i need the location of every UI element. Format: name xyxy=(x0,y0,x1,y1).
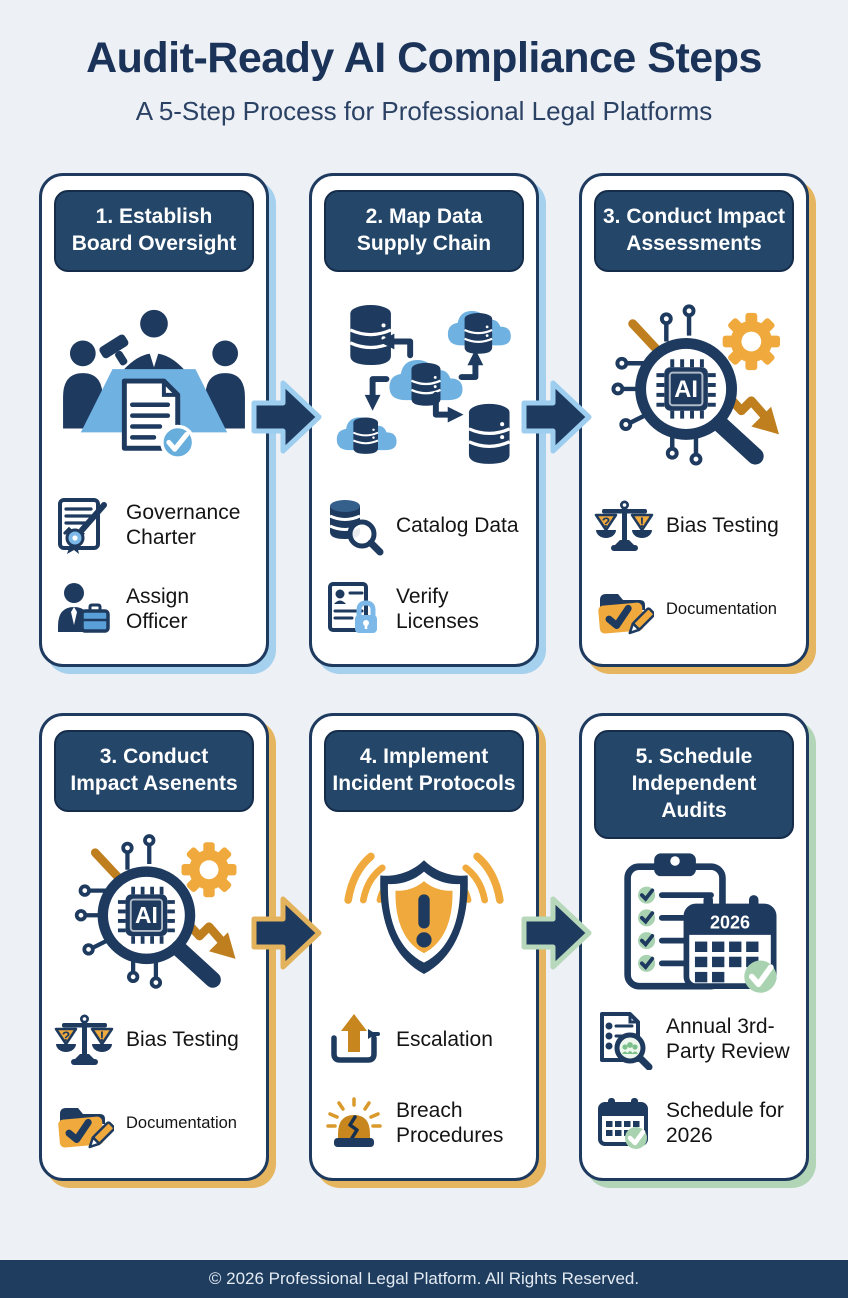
flow-arrow-right-icon xyxy=(521,891,593,975)
step-2-header-line2: Supply Chain xyxy=(356,231,492,255)
bullet-verify-licenses: Verify Licenses xyxy=(324,580,524,640)
bullet-bias-testing: ? ! Bias Testing xyxy=(594,496,794,556)
breach-procedures-icon xyxy=(324,1094,384,1154)
bullet-bias-testing: ? ! Bias Testing xyxy=(54,1010,254,1070)
step-3b-bullets: ? ! Bias Testing Documentation xyxy=(52,1010,256,1168)
step-2-header: 2. Map Data Supply Chain xyxy=(324,190,524,272)
step-4-header: 4. Implement Incident Protocols xyxy=(324,730,524,812)
step-3-header-line2: Assessments xyxy=(626,231,762,255)
step-1-bullets: Governance Charter Assign Officer xyxy=(52,496,256,654)
svg-text:AI: AI xyxy=(135,902,158,928)
bullet-documentation: Documentation xyxy=(54,1094,254,1154)
flow-arrow-right-icon xyxy=(521,375,593,459)
ai-impact-magnifier-icon: AI xyxy=(52,812,256,1010)
catalog-data-icon xyxy=(324,496,384,556)
step-card-4: 4. Implement Incident Protocols Escalati… xyxy=(309,713,539,1181)
step-3b-header-line1: 3. Conduct xyxy=(99,745,209,768)
svg-text:!: ! xyxy=(640,514,645,530)
step-1-header-line2: Board Oversight xyxy=(71,231,237,255)
bullet-documentation: Documentation xyxy=(594,580,794,640)
bullet-escalation: Escalation xyxy=(324,1010,524,1070)
copyright-footer: © 2026 Professional Legal Platform. All … xyxy=(0,1260,848,1298)
flow-arrow-right-icon xyxy=(251,375,323,459)
step-2-header-line1: 2. Map Data xyxy=(365,205,483,228)
bullet-label: Catalog Data xyxy=(396,513,519,537)
flow-arrow-right-icon xyxy=(251,891,323,975)
step-5-header-line1: 5. Schedule xyxy=(635,745,753,768)
bullet-governance-charter: Governance Charter xyxy=(54,496,254,556)
board-meeting-icon xyxy=(52,272,256,496)
documentation-folder-icon xyxy=(54,1094,114,1154)
bullet-label: Documentation xyxy=(126,1114,237,1133)
step-4-header-line2: Incident Protocols xyxy=(332,771,516,795)
step-card-1: 1. Establish Board Oversight Governance … xyxy=(39,173,269,667)
page-title: Audit-Ready AI Compliance Steps xyxy=(86,34,762,82)
data-supply-chain-icon xyxy=(322,272,526,496)
step-card-2: 2. Map Data Supply Chain Catalog Data Ve… xyxy=(309,173,539,667)
step-card-3b: 3. Conduct Impact Asenents AI ? ! Bias T… xyxy=(39,713,269,1181)
step-2-bullets: Catalog Data Verify Licenses xyxy=(322,496,526,654)
step-3-header: 3. Conduct Impact Assessments xyxy=(594,190,794,272)
documentation-folder-icon xyxy=(594,580,654,640)
bullet-label: Breach Procedures xyxy=(396,1099,504,1147)
step-3b-header-line2: Impact Asenents xyxy=(70,771,238,795)
steps-grid: 1. Establish Board Oversight Governance … xyxy=(39,173,809,1181)
step-card-3: 3. Conduct Impact Assessments AI ? ! Bia… xyxy=(579,173,809,667)
page-subtitle: A 5-Step Process for Professional Legal … xyxy=(135,96,713,126)
ai-impact-magnifier-icon: AI xyxy=(592,272,796,496)
step-3b-header: 3. Conduct Impact Asenents xyxy=(54,730,254,812)
bullet-label: Schedule for 2026 xyxy=(666,1099,784,1147)
bias-testing-scales-icon: ? ! xyxy=(54,1010,114,1070)
svg-text:?: ? xyxy=(62,1028,71,1044)
step-3-header-line1: 3. Conduct Impact xyxy=(602,205,786,228)
bullet-breach-procedures: Breach Procedures xyxy=(324,1094,524,1154)
step-1-header: 1. Establish Board Oversight xyxy=(54,190,254,272)
third-party-review-icon xyxy=(594,1010,654,1070)
incident-alert-shield-icon xyxy=(322,812,526,1010)
copyright-text: © 2026 Professional Legal Platform. All … xyxy=(208,1269,640,1288)
step-card-5: 5. Schedule Independent Audits 2026 Annu… xyxy=(579,713,809,1181)
step-4-header-line1: 4. Implement xyxy=(359,745,489,768)
svg-text:?: ? xyxy=(602,514,611,530)
bullet-label: Verify Licenses xyxy=(396,585,479,633)
bias-testing-scales-icon: ? ! xyxy=(594,496,654,556)
bullet-label: Bias Testing xyxy=(666,513,779,537)
bullet-label: Documentation xyxy=(666,600,777,619)
audit-checklist-calendar-icon: 2026 xyxy=(592,839,796,1010)
bullet-label: Escalation xyxy=(396,1027,493,1051)
step-5-header: 5. Schedule Independent Audits xyxy=(594,730,794,839)
svg-text:AI: AI xyxy=(674,377,698,403)
governance-charter-icon xyxy=(54,496,114,556)
step-4-bullets: Escalation Breach Procedures xyxy=(322,1010,526,1168)
schedule-2026-calendar-icon xyxy=(594,1094,654,1154)
svg-text:2026: 2026 xyxy=(710,912,750,932)
bullet-third-party-review: Annual 3rd-Party Review xyxy=(594,1010,794,1070)
svg-text:!: ! xyxy=(100,1028,105,1044)
step-3-bullets: ? ! Bias Testing Documentation xyxy=(592,496,796,654)
bullet-label: Bias Testing xyxy=(126,1027,239,1051)
step-1-header-line1: 1. Establish xyxy=(95,205,213,228)
bullet-label: Assign Officer xyxy=(126,585,190,633)
step-5-header-line2: Independent Audits xyxy=(631,771,757,822)
verify-licenses-icon xyxy=(324,580,384,640)
step-5-bullets: Annual 3rd-Party Review Schedule for 202… xyxy=(592,1010,796,1168)
bullet-schedule-2026: Schedule for 2026 xyxy=(594,1094,794,1154)
assign-officer-icon xyxy=(54,580,114,640)
bullet-catalog-data: Catalog Data xyxy=(324,496,524,556)
escalation-icon xyxy=(324,1010,384,1070)
bullet-assign-officer: Assign Officer xyxy=(54,580,254,640)
bullet-label: Governance Charter xyxy=(126,501,241,549)
bullet-label: Annual 3rd-Party Review xyxy=(666,1015,790,1063)
